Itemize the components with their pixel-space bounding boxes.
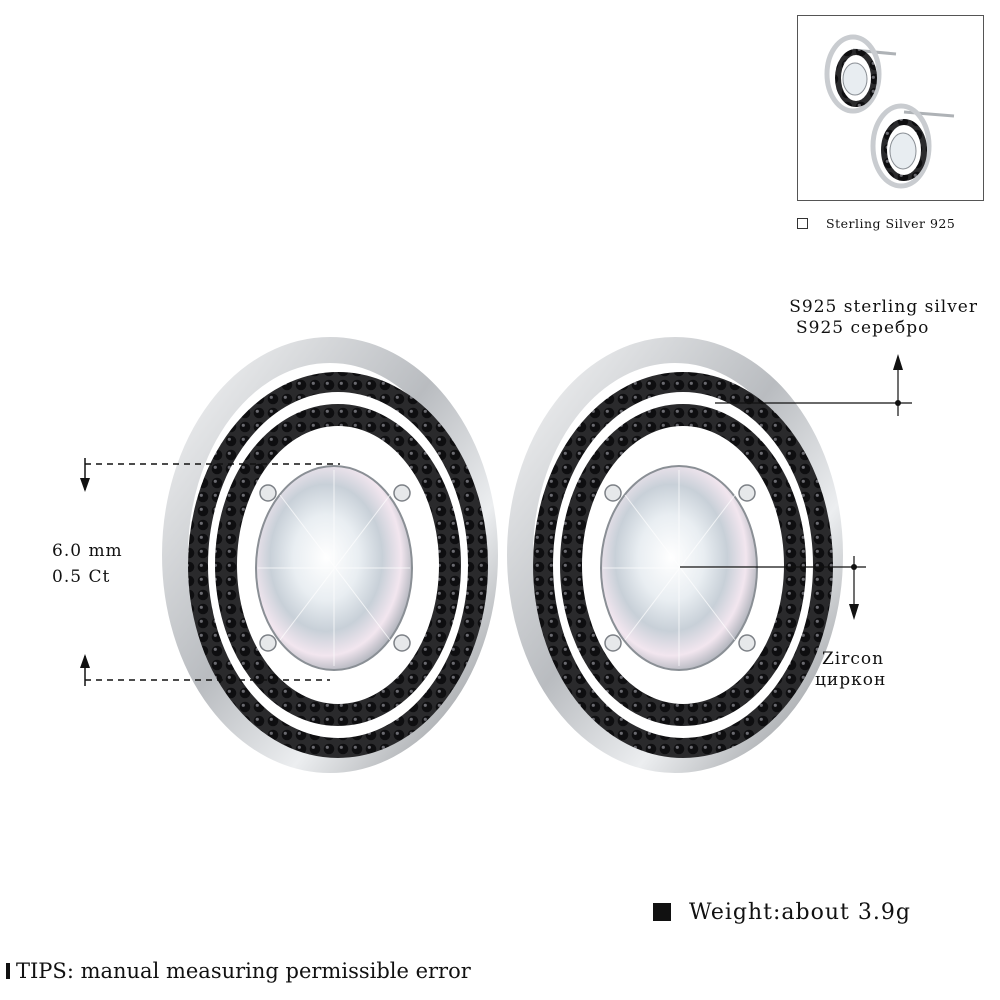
inset-caption-text: Sterling Silver 925 [826, 215, 956, 231]
left-inner-bead-ring [215, 404, 461, 726]
empty-square-icon [797, 217, 808, 229]
right-prongs [604, 484, 756, 652]
left-prongs [259, 484, 411, 652]
carat-label: 0.5 Ct [52, 567, 111, 587]
inset-thumbnail [797, 15, 984, 201]
left-stone-facets [258, 470, 410, 666]
left-earring [162, 337, 498, 773]
size-label: 6.0 mm [52, 541, 123, 561]
left-outer-bead-ring [188, 372, 488, 758]
stone-label-ru: циркон [815, 670, 887, 690]
size-dimension-marker [80, 458, 340, 686]
zircon-pointer [680, 556, 866, 620]
weight-text: Weight:about 3.9g [689, 899, 911, 925]
inset-back-earring [824, 34, 897, 114]
stone-label-en: Zircon [822, 649, 885, 669]
tips-line: TIPS: manual measuring permissible error [6, 958, 471, 984]
material-label-en: S925 sterling silver [789, 297, 978, 317]
vertical-bar-icon [6, 963, 10, 979]
right-inner-bead-ring [560, 404, 806, 726]
tips-text: TIPS: manual measuring permissible error [16, 959, 471, 983]
material-pointer [715, 354, 912, 416]
right-outer-bead-ring [533, 372, 833, 758]
filled-square-icon [653, 903, 671, 921]
inset-earrings-illustration [824, 34, 955, 189]
inset-front-earring [870, 103, 955, 189]
weight-line: Weight:about 3.9g [653, 897, 911, 927]
material-label-ru: S925 серебро [796, 318, 930, 338]
right-earring [507, 337, 843, 773]
inset-caption: Sterling Silver 925 [797, 213, 955, 233]
